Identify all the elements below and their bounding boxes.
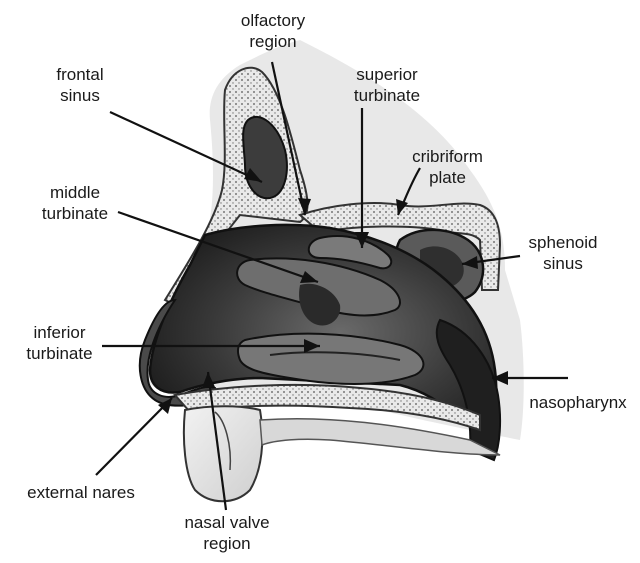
label-sphenoid-sinus-line2: sinus xyxy=(518,253,608,274)
label-middle-turbinate-line2: turbinate xyxy=(20,203,130,224)
label-cribriform-plate-line2: plate xyxy=(400,167,495,188)
label-nasal-valve-region-line1: nasal valve xyxy=(172,512,282,533)
label-superior-turbinate: superior turbinate xyxy=(337,64,437,106)
label-cribriform-plate: cribriform plate xyxy=(400,146,495,188)
label-sphenoid-sinus: sphenoid sinus xyxy=(518,232,608,274)
label-external-nares-line1: external nares xyxy=(6,482,156,503)
label-middle-turbinate: middle turbinate xyxy=(20,182,130,224)
label-olfactory-region-line1: olfactory xyxy=(223,10,323,31)
label-olfactory-region-line2: region xyxy=(223,31,323,52)
label-external-nares: external nares xyxy=(6,482,156,503)
label-nasal-valve-region: nasal valve region xyxy=(172,512,282,554)
label-inferior-turbinate: inferior turbinate xyxy=(12,322,107,364)
label-frontal-sinus: frontal sinus xyxy=(35,64,125,106)
label-cribriform-plate-line1: cribriform xyxy=(400,146,495,167)
label-nasopharynx-line1: nasopharynx xyxy=(524,392,632,413)
label-olfactory-region: olfactory region xyxy=(223,10,323,52)
label-inferior-turbinate-line2: turbinate xyxy=(12,343,107,364)
label-nasal-valve-region-line2: region xyxy=(172,533,282,554)
label-superior-turbinate-line2: turbinate xyxy=(337,85,437,106)
label-nasopharynx: nasopharynx xyxy=(524,392,632,413)
label-superior-turbinate-line1: superior xyxy=(337,64,437,85)
leader-external-nares xyxy=(96,398,172,475)
label-frontal-sinus-line1: frontal xyxy=(35,64,125,85)
label-sphenoid-sinus-line1: sphenoid xyxy=(518,232,608,253)
label-inferior-turbinate-line1: inferior xyxy=(12,322,107,343)
label-frontal-sinus-line2: sinus xyxy=(35,85,125,106)
label-middle-turbinate-line1: middle xyxy=(20,182,130,203)
